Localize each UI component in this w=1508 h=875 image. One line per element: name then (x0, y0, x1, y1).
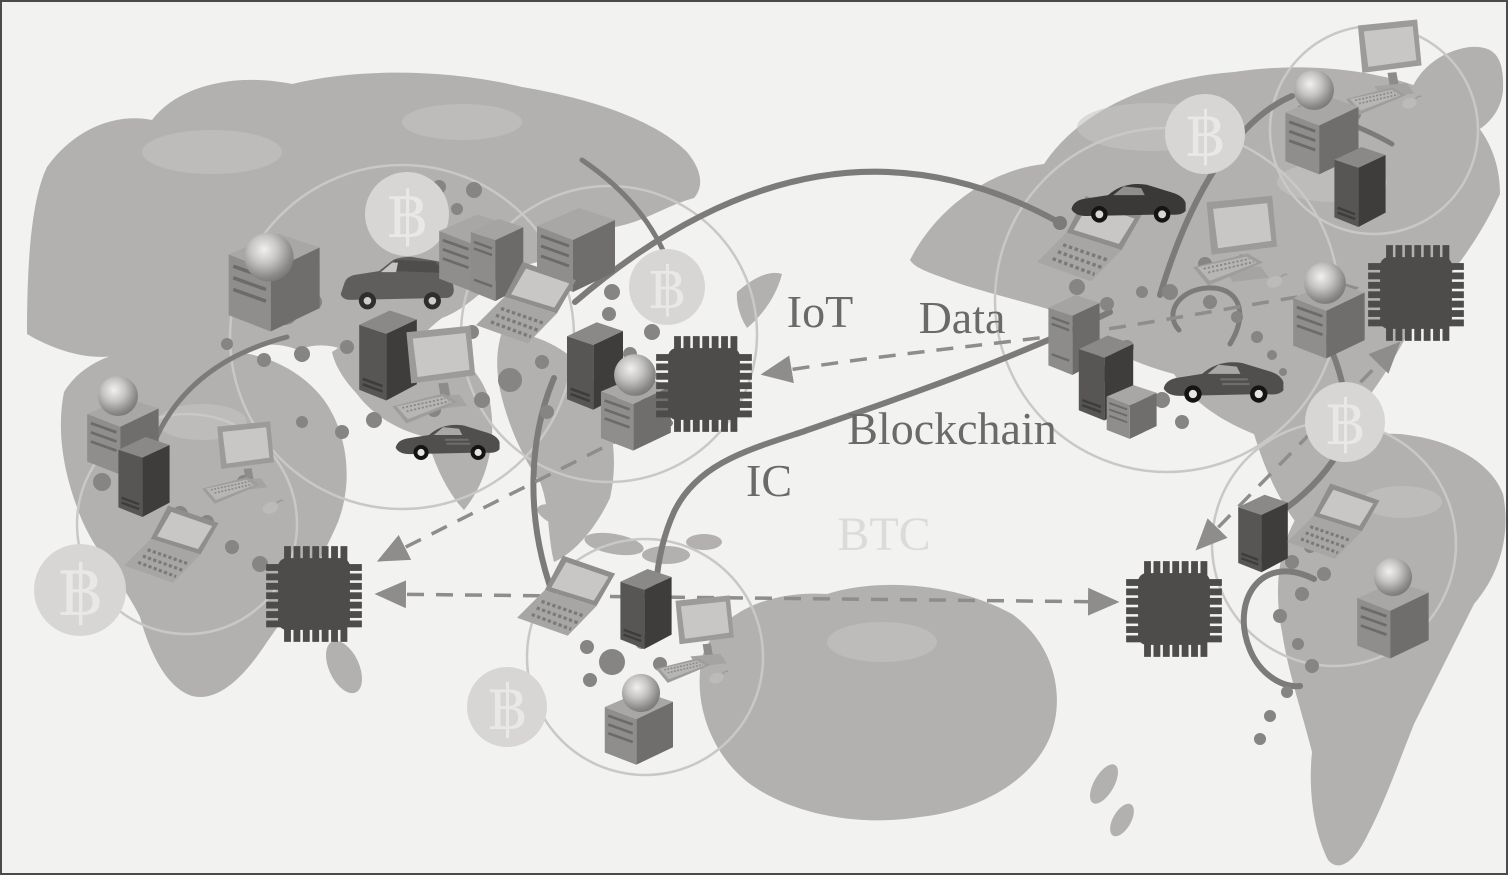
arc-northcentral-to-south (530, 375, 561, 611)
ic-label: IC (746, 455, 792, 506)
bitcoin-icon: ฿ (1165, 94, 1245, 174)
arc-top-global (572, 168, 1063, 305)
sphere-icon (1373, 557, 1413, 597)
arc-west-link (149, 334, 290, 451)
bitcoin-icon: ฿ (467, 667, 547, 747)
sphere-icon (1304, 262, 1346, 304)
sphere-icon (621, 673, 661, 713)
bitcoin-glyph: ฿ (649, 254, 686, 322)
tower-pc-icon (357, 309, 419, 402)
data-label: Data (919, 292, 1006, 343)
tower-pc-icon (619, 567, 673, 651)
bitcoin-icon: ฿ (365, 172, 449, 256)
bitcoin-icon: ฿ (1305, 382, 1385, 462)
tower-pc-icon (1237, 493, 1289, 574)
diagram-labels: IoT Data Blockchain IC BTC (746, 286, 1057, 561)
btc-label: BTC (837, 508, 930, 561)
bitcoin-glyph: ฿ (487, 671, 526, 744)
bitcoin-icon: ฿ (34, 544, 126, 636)
ic-chip-icon (1126, 561, 1222, 657)
landmass-japan (736, 272, 782, 328)
bitcoin-glyph: ฿ (1185, 98, 1224, 171)
data-arrow-southeast-diagonal (1195, 341, 1401, 551)
sphere-icon (98, 376, 138, 416)
cluster-ring-west (75, 412, 299, 636)
landmass-greenland (1405, 46, 1504, 141)
data-arrow-central-to-west-chip (376, 420, 655, 562)
sphere-icon (614, 354, 656, 396)
cluster-ring-south-central (525, 537, 765, 777)
iot-label: IoT (787, 286, 853, 337)
sphere-icon (1294, 70, 1334, 110)
arc-endpoint-dot (1053, 216, 1067, 230)
sphere-icon (244, 232, 294, 282)
bitcoin-glyph: ฿ (58, 550, 103, 632)
tower-pc-icon (1333, 145, 1387, 229)
blockchain-label: Blockchain (847, 403, 1057, 454)
bitcoin-icon: ฿ (629, 249, 705, 325)
bitcoin-glyph: ฿ (1325, 386, 1364, 459)
bitcoin-badges: ฿ ฿ ฿ ฿ ฿ ฿ (34, 94, 1385, 747)
data-arrow-horizontal (374, 580, 1120, 616)
cluster-south-central (517, 554, 734, 767)
landmass-australia (699, 584, 1057, 821)
tower-pc-icon (117, 435, 171, 519)
arc-southeast-hook (1240, 568, 1317, 690)
bitcoin-glyph: ฿ (387, 179, 428, 253)
data-flow-arrows (374, 277, 1401, 616)
